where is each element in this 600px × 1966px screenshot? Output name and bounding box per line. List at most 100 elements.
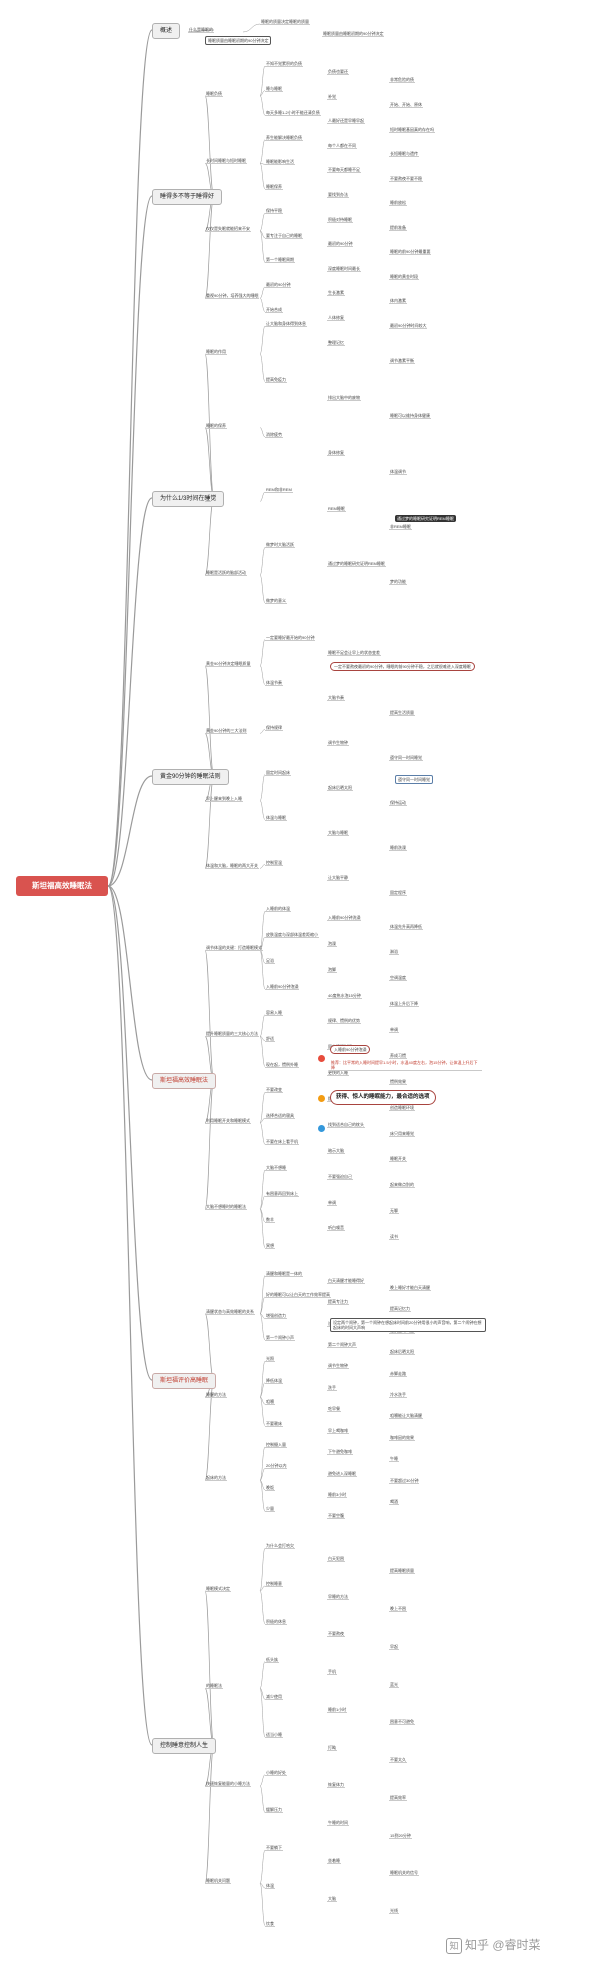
sub-topic[interactable]: 快速恢复能量的小睡方法 <box>205 1780 251 1787</box>
leaf-connector <box>259 1548 266 1591</box>
leaf-connector <box>259 864 266 869</box>
leaf-topic: 床只用来睡觉 <box>389 1130 415 1137</box>
sub-topic[interactable]: 清醒状态与高效睡眠的关系 <box>205 1308 255 1315</box>
leaf-connector <box>259 1849 266 1884</box>
branch-b4[interactable]: 黄金90分钟的睡眠法则 <box>152 769 229 785</box>
leaf-topic: 做梦的意义 <box>265 597 287 604</box>
leaf-topic: 睡眠机关的信号 <box>389 1870 419 1877</box>
sub-topic[interactable]: 睡眠的作用 <box>205 348 227 355</box>
leaf-topic: 积极对待睡眠 <box>327 216 353 223</box>
leaf-topic: 积极的休息 <box>265 1618 287 1625</box>
leaf-topic: 睡眠质量由睡眠初期的90分钟决定 <box>322 31 385 37</box>
leaf-topic: 手机 <box>327 1669 337 1676</box>
sub-topic[interactable]: 的睡眠法 <box>205 1683 223 1690</box>
leaf-connector <box>259 1480 266 1491</box>
leaf-connector <box>242 23 261 33</box>
leaf-connector <box>259 1208 266 1223</box>
leaf-topic: 蓝光 <box>389 1681 399 1688</box>
watermark: 知知乎 @睿时菜 <box>446 1936 541 1954</box>
sub-topic[interactable]: 黄金90分钟的三大法则 <box>205 728 248 735</box>
branch-b6[interactable]: 斯坦福评价高睡眠 <box>152 1373 217 1389</box>
branch-connector-b1 <box>107 29 153 887</box>
sub-topic[interactable]: 睡眠的保养 <box>205 422 227 429</box>
leaf-topic: 早上喝咖啡 <box>327 1427 349 1434</box>
leaf-connector <box>259 95 266 116</box>
leaf-topic: 入睡前90分钟洗澡 <box>327 914 362 921</box>
leaf-topic: 整理记忆 <box>327 339 345 346</box>
leaf-topic: 咀嚼 <box>265 1399 275 1406</box>
leaf-topic: 第一个闹钟小声 <box>265 1334 295 1341</box>
leaf-topic: 每天多睡1-2小时不能还清负债 <box>265 110 321 117</box>
leaf-topic: 最初90分钟时间较大 <box>389 322 428 329</box>
sub-topic[interactable]: 起床的方法 <box>205 1475 227 1482</box>
leaf-topic: 体温调节 <box>389 468 407 475</box>
sub-topic[interactable]: 重视90分钟，培养强大的睡眠 <box>205 293 260 300</box>
leaf-connector <box>259 936 266 951</box>
leaf-topic: 控制睡意 <box>265 1581 283 1588</box>
highlight-big-box: 获得、惊人的睡眠能力，最合适的选项 <box>330 1090 436 1105</box>
sub-topic[interactable]: 体温和大脑，睡眠的两大开关 <box>205 863 259 870</box>
leaf-topic: 好的睡眠可以让白天的工作效率提高 <box>265 1292 331 1298</box>
branch-b2[interactable]: 睡得多不等于睡得好 <box>152 189 223 205</box>
leaf-connector <box>259 298 266 312</box>
branch-b3[interactable]: 为什么1/3时间在睡觉 <box>152 491 225 507</box>
sub-topic[interactable]: 长时间睡眠与短时睡眠 <box>205 158 247 165</box>
sub-topic[interactable]: 黄金90分钟决定睡眠质量 <box>205 660 252 667</box>
sub-topic[interactable]: 睡醒的方法 <box>205 1392 227 1398</box>
leaf-connector <box>259 1688 266 1738</box>
leaf-topic: 有困意再回到床上 <box>265 1190 299 1197</box>
branch-b7[interactable]: 控制睡意控制人生 <box>152 1738 217 1754</box>
sub-topic[interactable]: 仅仅是失眠就能招来不安 <box>205 225 251 232</box>
highlight-dark-box: 通过梦的睡眠研究证明REM睡眠 <box>395 515 456 522</box>
sub-connector <box>204 1313 215 1381</box>
highlight-red-text: 推荐：比平常的入睡时间提早1.5小时，水温40度左右，泡15分钟，让体温上升后下… <box>330 1060 482 1071</box>
leaf-topic: 固定时间起床 <box>265 769 291 776</box>
branch-connector-b6 <box>107 885 153 1381</box>
leaf-topic: 40度热水泡15分钟 <box>327 992 362 999</box>
leaf-topic: 咀嚼能让大脑清醒 <box>389 1413 423 1420</box>
leaf-topic: 数羊 <box>265 1216 275 1223</box>
leaf-topic: 排出大脑中的废物 <box>327 394 361 401</box>
leaf-connector <box>259 163 266 190</box>
leaf-topic: 入睡前90分钟泡澡 <box>265 983 300 990</box>
branch-b5[interactable]: 斯坦福高效睡眠法 <box>152 1073 217 1089</box>
leaf-topic: 人最好还是早睡早起 <box>327 118 365 125</box>
leaf-topic: 规律、惯例的优势 <box>327 1018 361 1025</box>
leaf-topic: 调节生物钟 <box>327 739 349 746</box>
leaf-connector <box>259 1313 266 1319</box>
sub-topic[interactable]: 大脑不想睡时的睡眠法 <box>205 1203 247 1210</box>
leaf-topic: 惯例效果 <box>389 1078 407 1085</box>
leaf-topic: REM和非REM <box>265 487 293 494</box>
sub-topic[interactable]: 调节体温的关键：打造睡眠模式 <box>205 945 263 952</box>
leaf-topic: 开始、开始、原休 <box>389 102 423 108</box>
sub-topic[interactable]: 睡眠是活跃的脑部活动 <box>205 570 247 577</box>
leaf-topic: 要找到办法 <box>327 192 349 198</box>
sub-topic[interactable]: 什么是睡眠的 <box>188 27 214 33</box>
root-node[interactable]: 斯坦福高效睡眠法 <box>16 876 108 896</box>
leaf-topic: 20分钟以内 <box>265 1463 288 1470</box>
sub-topic[interactable]: 早上醒来到晚上入睡 <box>205 795 243 802</box>
leaf-topic: 最初的90分钟 <box>327 241 354 248</box>
leaf-topic: 让大脑平静 <box>327 874 349 881</box>
leaf-topic: 不要超过30分钟 <box>389 1477 420 1484</box>
branch-connector-b2 <box>107 195 153 887</box>
leaf-topic: 非REM睡眠 <box>389 524 412 531</box>
leaf-connector <box>259 1122 266 1145</box>
leaf-topic: 第一个睡眠周期 <box>265 257 295 264</box>
sub-topic[interactable]: 睡眠负债 <box>205 90 223 97</box>
leaf-topic: 起床后晒太阳 <box>389 1349 415 1356</box>
sub-topic[interactable]: 利用睡眠开关和睡眠模式 <box>205 1117 251 1124</box>
leaf-topic: 长短睡眠与遗传 <box>389 151 419 158</box>
sub-topic[interactable]: 睡眠机关问题 <box>205 1878 231 1885</box>
leaf-topic: 一定要睡好最开始的90分钟 <box>265 634 316 641</box>
leaf-topic: 适当小睡 <box>265 1732 283 1738</box>
branch-b1[interactable]: 概述 <box>152 23 181 39</box>
sub-topic[interactable]: 睡眠模式决定 <box>205 1585 231 1592</box>
sub-topic[interactable]: 提升睡眠质量的三大核心方法 <box>205 1031 259 1038</box>
leaf-topic: 困意不可避免 <box>389 1719 415 1726</box>
leaf-topic: 睡前放松 <box>389 200 407 207</box>
leaf-topic: 白天清醒才能睡得好 <box>327 1277 365 1284</box>
leaf-topic: 大脑 <box>327 1895 337 1902</box>
sub-topic[interactable]: 梦 <box>205 496 211 503</box>
leaf-topic: 淋浴 <box>389 949 399 956</box>
